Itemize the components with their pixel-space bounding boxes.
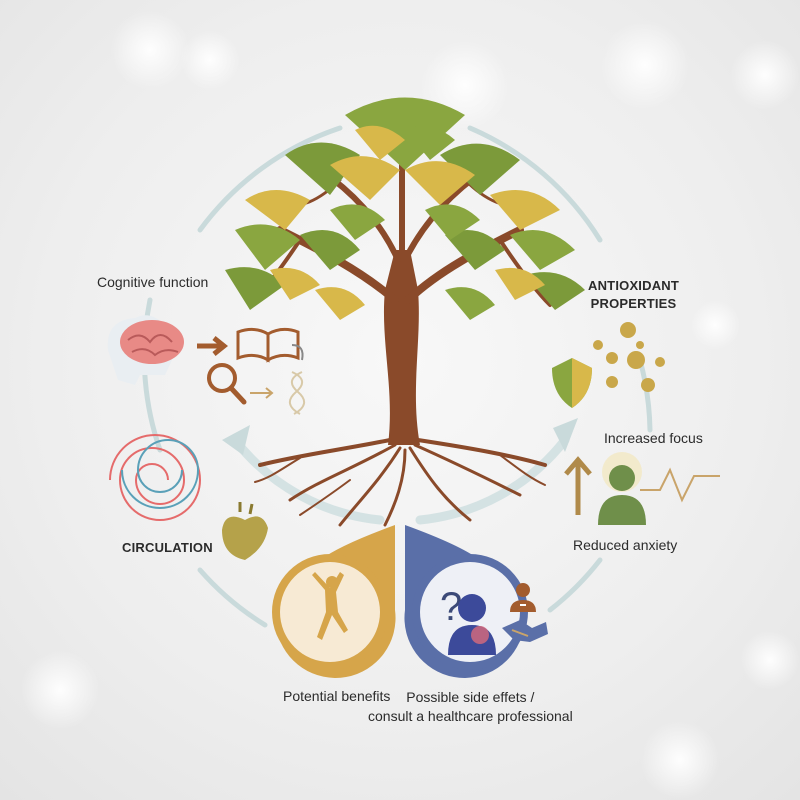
joyful-person-icon [312, 572, 348, 640]
question-mark-icon: ? [440, 585, 462, 629]
bokeh-light [640, 720, 720, 800]
dna-helix-icon [289, 371, 305, 415]
bokeh-light [180, 30, 240, 90]
antioxidant-molecules-icon [593, 322, 665, 392]
ginkgo-leaf [345, 97, 465, 170]
ginkgo-leaf [270, 267, 320, 300]
cognitive-function-label: Cognitive function [97, 274, 209, 290]
ginkgo-leaf [495, 267, 545, 300]
tree-canopy [225, 97, 585, 320]
ginkgo-leaf [490, 190, 560, 230]
arrow-icon [197, 336, 229, 356]
bokeh-light [730, 40, 800, 110]
side-effects-label-line2: consult a healthcare professional [368, 708, 573, 724]
reduced-anxiety-label: Reduced anxiety [573, 537, 678, 553]
shield-icon [552, 358, 592, 408]
increased-focus-label: Increased focus [604, 430, 703, 446]
curved-arrow-icon [291, 344, 304, 361]
bokeh-light [690, 300, 740, 350]
potential-benefits-label: Potential benefits [283, 688, 391, 704]
ginkgo-leaf [285, 142, 360, 195]
arrow-icon [250, 387, 274, 399]
bokeh-light [740, 630, 800, 690]
handshake-icon [502, 620, 548, 642]
up-arrow-icon [564, 456, 592, 515]
ginkgo-leaf [330, 204, 385, 240]
calm-person-icon [598, 452, 646, 525]
ginkgo-leaf [405, 161, 475, 205]
tree-trunk [383, 250, 420, 445]
tree-roots [254, 438, 547, 527]
heart-icon [222, 502, 268, 560]
ginkgo-leaf [235, 224, 300, 270]
circulation-label: CIRCULATION [122, 540, 213, 555]
magnifier-icon [207, 363, 247, 405]
side-effects-label-line1: Possible side effets / [406, 689, 535, 705]
antioxidant-label: ANTIOXIDANT PROPERTIES [588, 277, 679, 313]
ginkgo-leaf [315, 287, 365, 320]
brain-head-icon [107, 315, 184, 385]
ginkgo-leaf [510, 230, 575, 270]
side-effects-label: Possible side effets / consult a healthc… [368, 688, 573, 726]
arrow-head-right [553, 418, 578, 452]
ginkgo-leaf [225, 267, 285, 310]
heartbeat-line-icon [640, 467, 720, 503]
ginkgo-leaf [355, 125, 405, 160]
person-silhouette-icon [448, 594, 496, 655]
bokeh-light [600, 20, 690, 110]
ginkgo-leaf [245, 190, 310, 230]
antioxidant-label-line1: ANTIOXIDANT [588, 278, 680, 293]
bokeh-light [110, 10, 190, 90]
ginkgo-leaf [445, 230, 505, 270]
ginkgo-leaf [440, 143, 520, 195]
doctor-icon [510, 583, 536, 612]
ginkgo-leaf [445, 287, 495, 320]
swirl-network-icon [109, 434, 202, 521]
ginkgo-leaf [330, 156, 400, 200]
antioxidant-label-line2: PROPERTIES [590, 296, 677, 311]
arrow-head-left [222, 425, 250, 455]
bokeh-light [20, 650, 100, 730]
ginkgo-leaf [405, 125, 455, 160]
book-icon [236, 327, 300, 363]
ginkgo-leaf [300, 230, 360, 270]
ginkgo-leaf [425, 204, 480, 240]
